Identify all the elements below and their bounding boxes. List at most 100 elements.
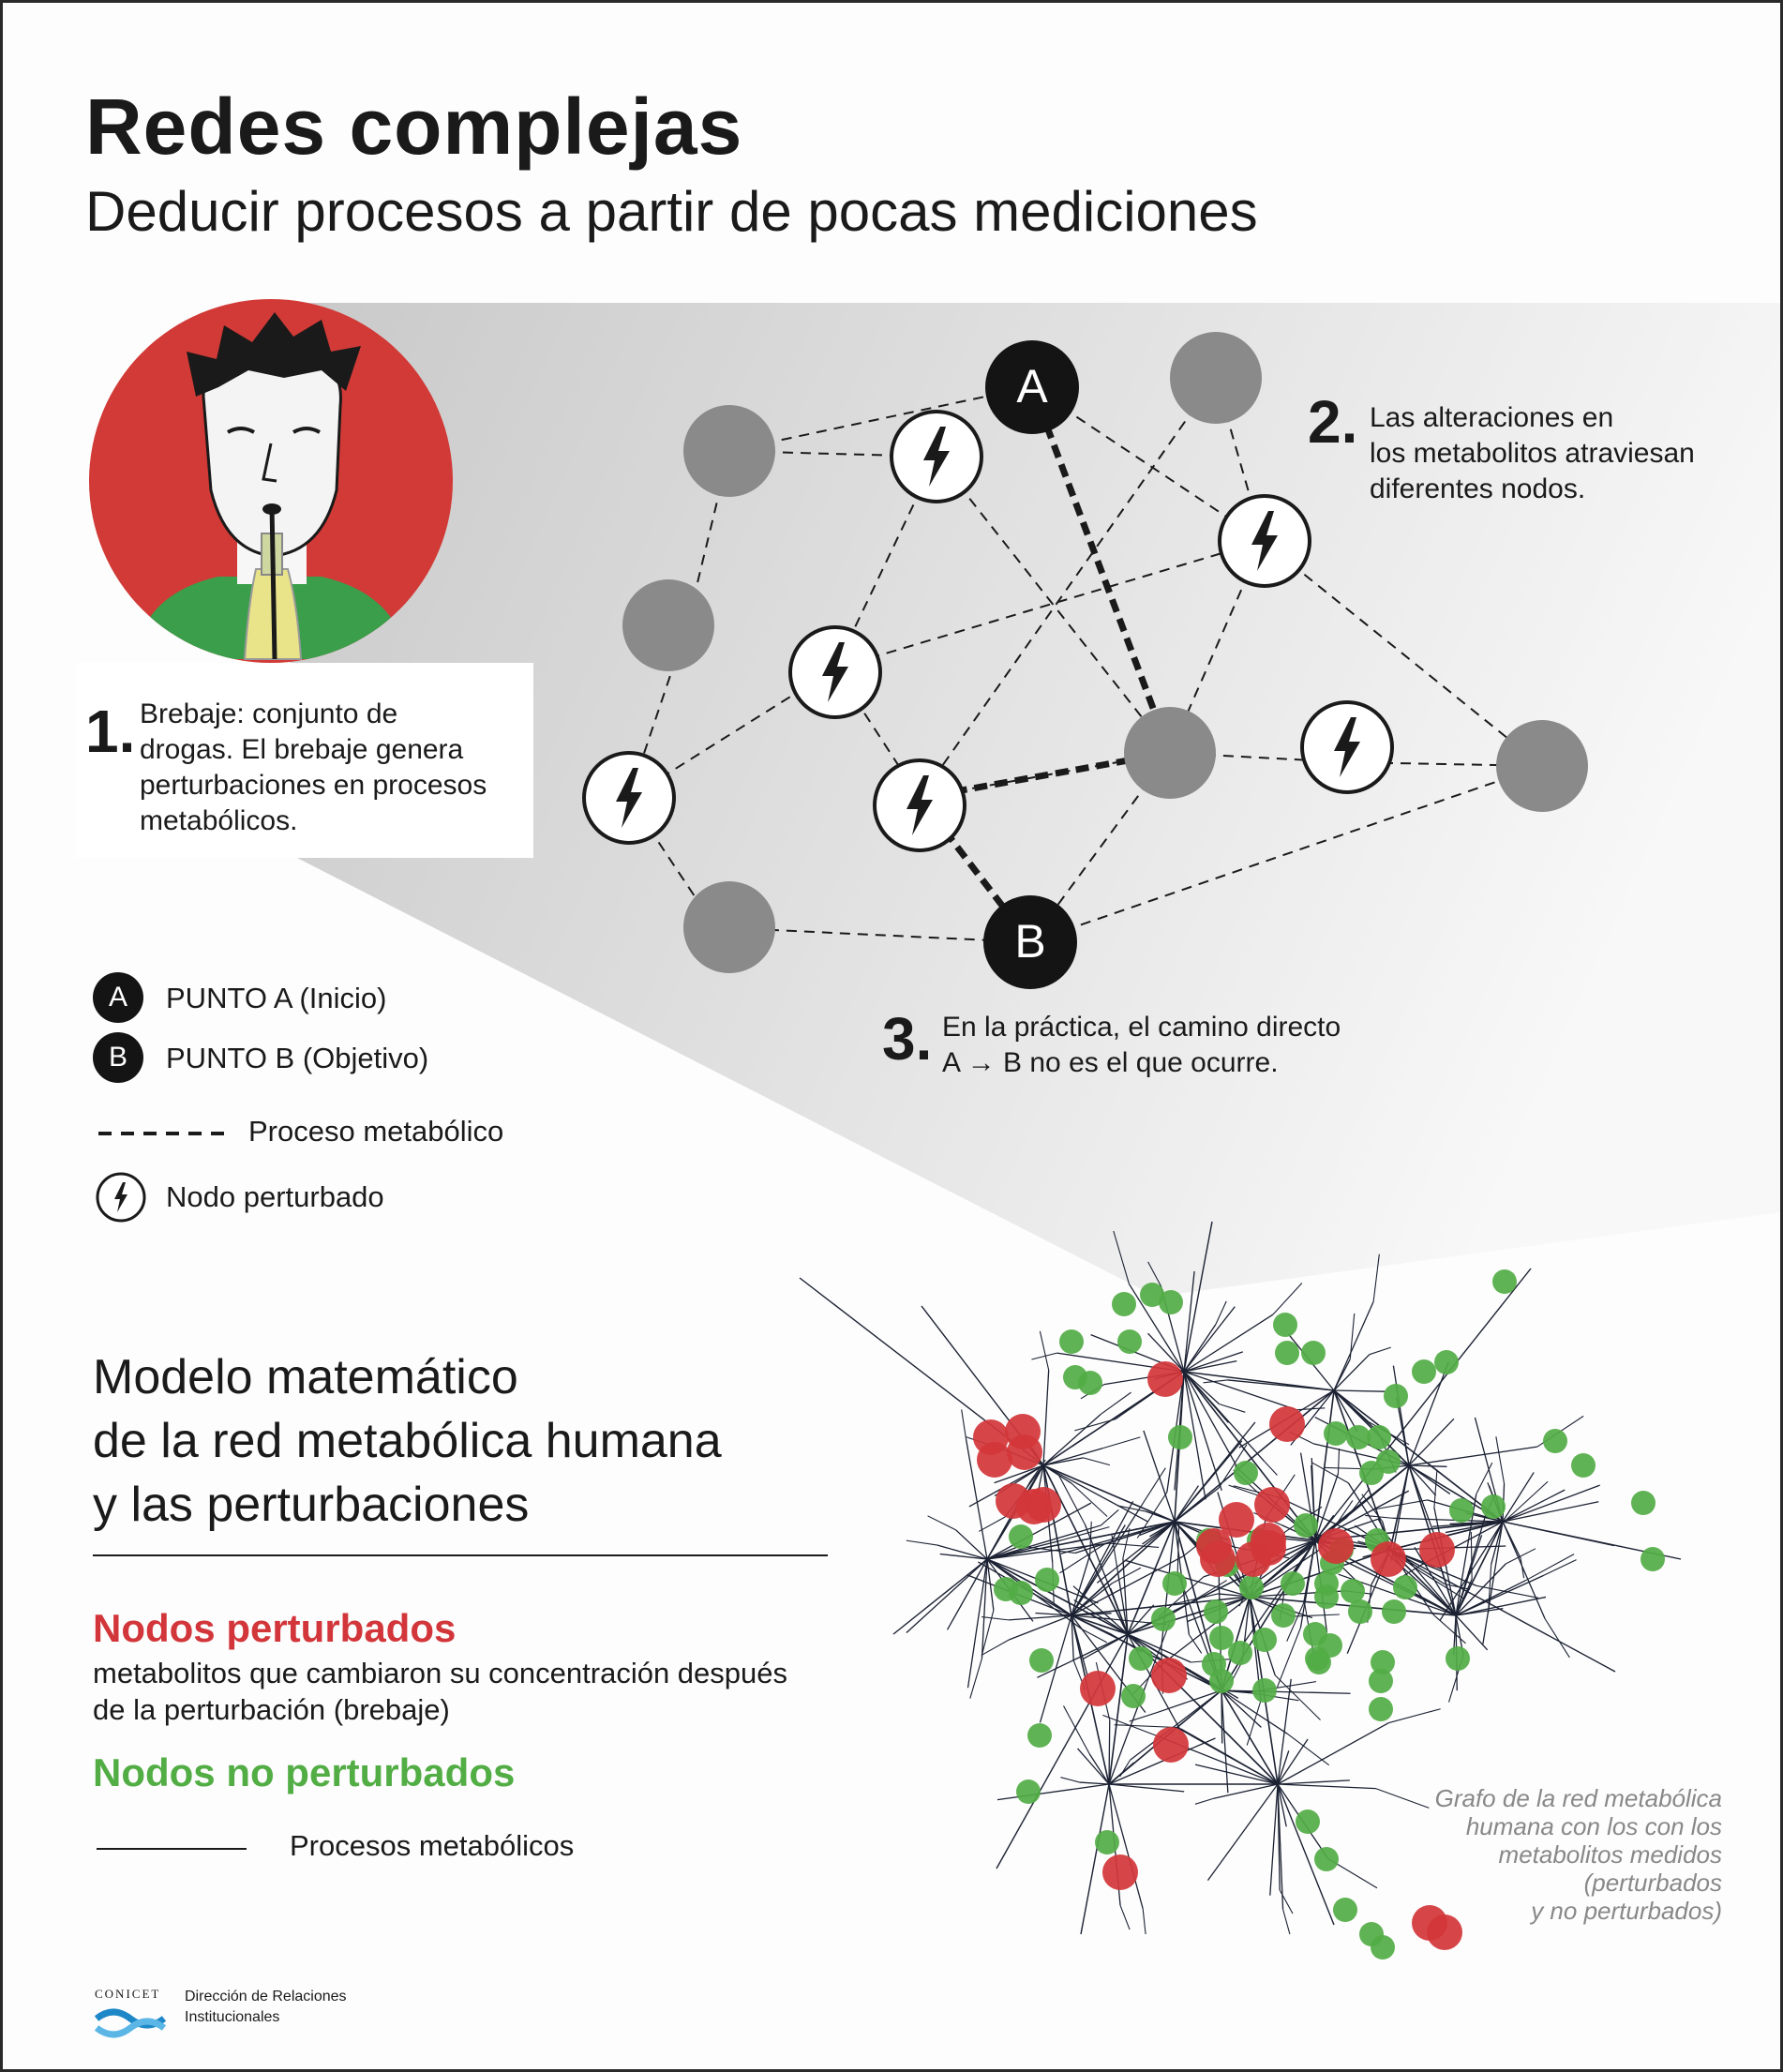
network-edge xyxy=(1039,1614,1072,1723)
network-edge xyxy=(1504,1480,1549,1522)
metabolite-node xyxy=(1631,1491,1656,1515)
network-edge xyxy=(1183,1371,1240,1472)
network-edge xyxy=(1147,1332,1185,1373)
network-edge xyxy=(1219,1403,1246,1413)
network-edge xyxy=(906,1539,937,1546)
network-edge xyxy=(1277,1738,1309,1785)
network-edge xyxy=(1043,1596,1072,1616)
metabolite-node xyxy=(1301,1341,1326,1365)
step-3-text: En la práctica, el camino directo A → B … xyxy=(942,1012,1341,1078)
metabolite-node xyxy=(1016,1779,1041,1804)
network-edge xyxy=(1277,1678,1292,1785)
network-edge xyxy=(1042,1448,1103,1466)
network-edge xyxy=(1183,1371,1206,1500)
network-edge xyxy=(1408,1446,1537,1466)
network-edge xyxy=(1277,1783,1376,1790)
network-edge xyxy=(1030,1459,1046,1481)
network-edge xyxy=(1183,1371,1316,1541)
network-edge xyxy=(1183,1371,1220,1404)
network-edge xyxy=(1240,1539,1316,1647)
network-edge xyxy=(994,1464,1044,1484)
network-edge xyxy=(1292,1614,1340,1617)
network-edge xyxy=(927,1515,956,1531)
metabolite-node xyxy=(1129,1646,1153,1671)
network-edge xyxy=(986,1502,1092,1560)
metabolite-node xyxy=(1200,1541,1236,1577)
network-edge xyxy=(1408,1464,1447,1467)
network-edge xyxy=(1419,1570,1463,1599)
process-label: Procesos metabólicos xyxy=(290,1829,575,1862)
metabolite-node xyxy=(1348,1599,1372,1624)
metabolite-node xyxy=(1147,1361,1183,1397)
node-a-label: A xyxy=(1016,360,1048,413)
network-edge xyxy=(1183,1371,1222,1492)
network-edge xyxy=(1112,1567,1142,1584)
network-edge xyxy=(1071,1613,1112,1616)
network-edge xyxy=(1059,1543,1105,1574)
metabolite-node xyxy=(1641,1547,1665,1571)
network-edge xyxy=(1213,1783,1279,1799)
node-b-label: B xyxy=(1014,915,1045,968)
network-edge xyxy=(1108,1633,1129,1785)
network-edge xyxy=(1414,1546,1457,1616)
metabolite-node xyxy=(1449,1498,1474,1523)
network-edge xyxy=(1042,1457,1084,1466)
step-1-number: 1. xyxy=(85,698,136,765)
network-edge xyxy=(1221,1689,1262,1728)
network-edge xyxy=(1096,1521,1176,1584)
network-edge xyxy=(1502,1484,1600,1523)
metabolite-node xyxy=(1275,1341,1299,1365)
perturbed-nodes-description: metabolitos que cambiaron su concentraci… xyxy=(93,1657,788,1726)
metabolite-node xyxy=(1371,1935,1395,1959)
legend-point-a: PUNTO A (Inicio) xyxy=(166,982,387,1014)
network-edge xyxy=(1139,1467,1166,1509)
metabolite-node xyxy=(1341,1579,1365,1603)
network-edge xyxy=(1102,1714,1161,1738)
network-edge xyxy=(978,1516,1006,1532)
network-edge xyxy=(1174,1389,1335,1523)
gray-nodes xyxy=(622,332,1588,973)
network-edge xyxy=(1179,1728,1279,1785)
bolt-node-icon xyxy=(873,758,966,852)
network-edge xyxy=(1277,1783,1287,1827)
network-edge xyxy=(1333,1389,1386,1392)
network-edge xyxy=(1129,1711,1159,1722)
metabolite-node xyxy=(1273,1313,1297,1337)
network-edge xyxy=(1142,1908,1146,1935)
network-edge xyxy=(1183,1360,1237,1373)
network-edge xyxy=(1009,1614,1072,1641)
network-edge xyxy=(1114,1724,1177,1729)
network-edge xyxy=(1071,1508,1141,1616)
network-edge xyxy=(1455,1521,1504,1616)
metabolite-node xyxy=(1159,1290,1183,1314)
network-edge xyxy=(1124,1559,1251,1598)
network-edge xyxy=(986,1542,1109,1560)
network-edge xyxy=(1482,1521,1504,1644)
conicet-logo-icon xyxy=(94,2008,167,2038)
network-edge xyxy=(1071,1614,1113,1636)
metabolite-node xyxy=(1281,1571,1305,1596)
network-edge xyxy=(1108,1719,1111,1785)
network-edge xyxy=(1372,1254,1380,1302)
metabolite-node xyxy=(1318,1528,1354,1564)
metabolite-node xyxy=(1271,1603,1296,1628)
network-edge xyxy=(1449,1521,1504,1525)
network-edge xyxy=(1373,1499,1428,1510)
network-edge xyxy=(1143,1430,1176,1523)
human-metabolic-network xyxy=(799,1221,1682,1959)
network-edge xyxy=(1502,1489,1566,1523)
legend-point-b: PUNTO B (Objetivo) xyxy=(166,1042,429,1074)
network-edge xyxy=(1174,1485,1199,1523)
metabolite-node xyxy=(1294,1513,1318,1538)
network-edge xyxy=(986,1558,1083,1630)
network-edge xyxy=(1183,1314,1274,1373)
metabolite-node xyxy=(1359,1461,1384,1485)
section-divider xyxy=(93,1554,828,1556)
network-edge xyxy=(1071,1500,1134,1616)
network-edge xyxy=(1296,1407,1326,1411)
metabolite-node xyxy=(1251,1530,1286,1566)
metabolite-node xyxy=(1151,1607,1176,1631)
network-edge xyxy=(1445,1521,1504,1534)
network-edge xyxy=(1116,1505,1146,1512)
network-edge xyxy=(1269,1783,1279,1896)
